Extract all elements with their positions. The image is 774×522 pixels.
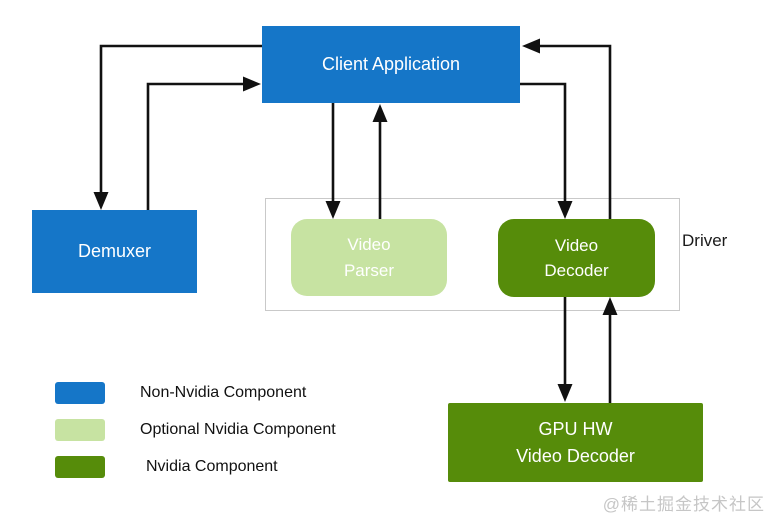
legend-swatch-nvidia (55, 456, 105, 478)
node-video-decoder-label-line1: Video (554, 235, 599, 255)
node-gpu-hw-label-line2: Video Decoder (516, 445, 635, 466)
arrowhead-clientapp-left (243, 76, 261, 92)
legend-swatch-optional-nvidia (55, 419, 105, 441)
watermark-text: @稀土掘金技术社区 (602, 495, 765, 514)
arrowhead-demuxer (93, 192, 109, 210)
arrowhead-clientapp-right (522, 38, 540, 54)
arrowhead-clientapp-bottom (372, 104, 388, 122)
node-video-parser: Video Parser (291, 219, 447, 296)
node-video-parser-label-line1: Video (347, 235, 391, 254)
legend-label-optional-nvidia: Optional Nvidia Component (140, 421, 336, 438)
node-video-decoder-label-line2: Decoder (544, 261, 609, 280)
legend: Non-Nvidia Component Optional Nvidia Com… (55, 382, 336, 478)
node-client-application-label: Client Application (321, 54, 461, 74)
arrowhead-gpu (557, 384, 573, 402)
arrow-decoder-to-clientapp (537, 44, 612, 219)
legend-label-non-nvidia: Non-Nvidia Component (140, 384, 307, 401)
node-video-parser-label-line2: Parser (343, 260, 395, 280)
arrow-clientapp-to-decoder (520, 82, 567, 203)
driver-container (265, 198, 680, 311)
legend-item-nvidia: Nvidia Component (55, 456, 336, 478)
legend-label-nvidia: Nvidia Component (146, 458, 278, 475)
driver-label: Driver (682, 231, 728, 250)
legend-item-non-nvidia: Non-Nvidia Component (55, 382, 336, 404)
node-demuxer: Demuxer (32, 210, 197, 293)
node-gpu-hw-video-decoder: GPU HW Video Decoder (448, 403, 703, 482)
legend-item-optional-nvidia: Optional Nvidia Component (55, 419, 336, 441)
arrow-demuxer-to-clientapp (146, 82, 246, 210)
node-client-application: Client Application (262, 26, 520, 103)
legend-swatch-non-nvidia (55, 382, 105, 404)
node-gpu-hw-label-line1: GPU HW (538, 418, 613, 439)
node-demuxer-label: Demuxer (77, 241, 152, 261)
arrow-clientapp-to-demuxer (99, 44, 262, 194)
node-video-decoder: Video Decoder (498, 219, 655, 297)
